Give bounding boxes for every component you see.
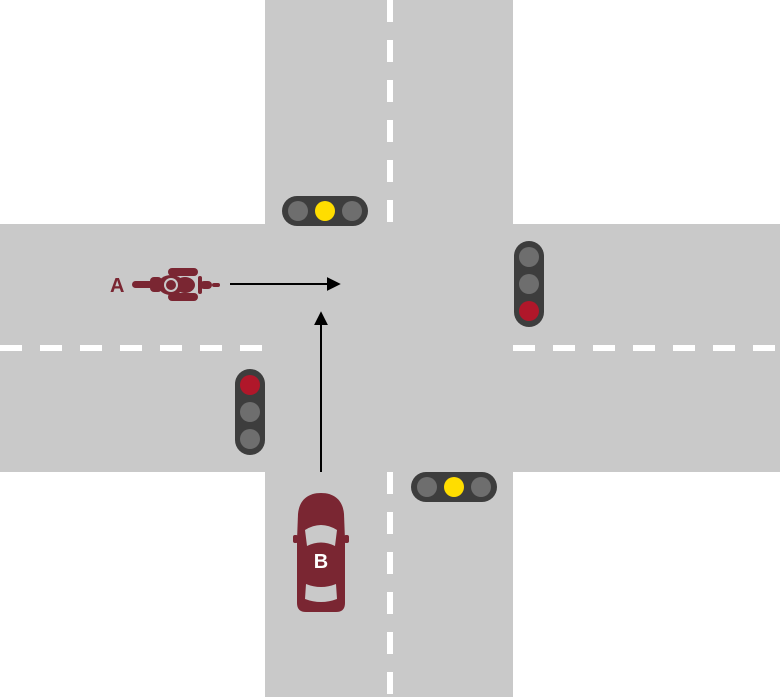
north-lamp-yellow [315,201,335,221]
motorcycle-top-view-icon [132,268,220,301]
east-lamp-red [519,301,539,321]
horizontal-road [0,224,780,472]
traffic-light-west [235,369,265,455]
south-lamp-1 [417,477,437,497]
car-label: B [314,551,328,573]
traffic-light-east [514,241,544,327]
motorcycle-label: A [110,275,124,297]
south-lamp-yellow [444,477,464,497]
north-lamp-1 [288,201,308,221]
west-lamp-3 [240,429,260,449]
west-lamp-red [240,375,260,395]
car-top-view-icon [293,493,349,612]
north-lamp-3 [342,201,362,221]
west-lamp-2 [240,402,260,422]
traffic-light-south [411,472,497,502]
east-lamp-2 [519,274,539,294]
south-lamp-3 [471,477,491,497]
traffic-light-north [282,196,368,226]
east-lamp-1 [519,247,539,267]
